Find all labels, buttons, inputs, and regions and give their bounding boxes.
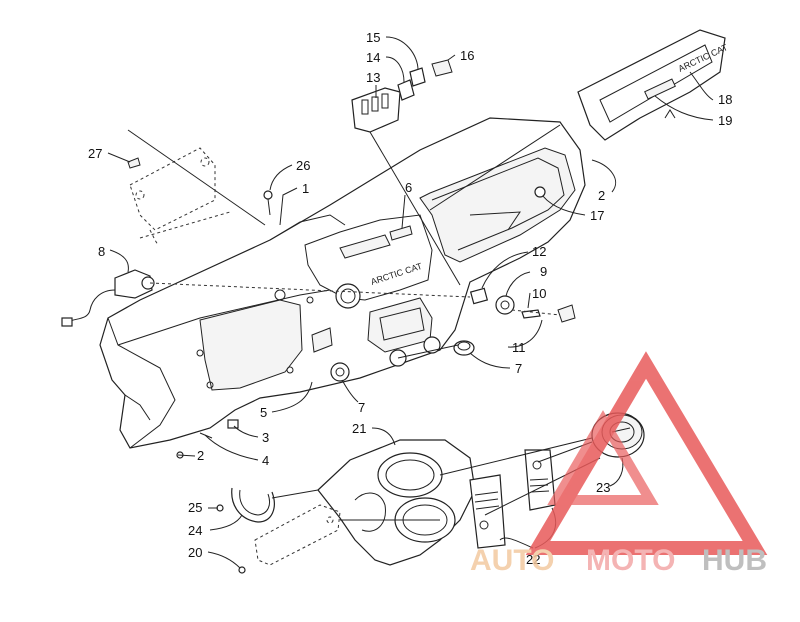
watermark-hub: HUB <box>702 544 767 577</box>
callout-14: 14 <box>366 50 380 65</box>
watermark-triangle-inner <box>547 410 659 505</box>
callout-9: 9 <box>540 264 547 279</box>
watermark-moto: MOTO <box>586 544 675 577</box>
callout-10: 10 <box>532 286 546 301</box>
watermark-triangle-outer <box>525 351 768 555</box>
watermark-auto: AUTO <box>470 544 554 577</box>
callout-8: 8 <box>98 244 105 259</box>
callout-19: 19 <box>718 113 732 128</box>
callout-25: 25 <box>188 500 202 515</box>
mount-bracket <box>127 147 231 246</box>
dash-panel <box>99 117 586 449</box>
knob-parts <box>330 340 475 382</box>
callout-11: 11 <box>512 340 526 355</box>
callout-3: 3 <box>262 430 269 445</box>
callout-20: 20 <box>188 545 202 560</box>
gauge-housing <box>317 439 476 566</box>
callout-12: 12 <box>532 244 546 259</box>
callout-7-right: 7 <box>515 361 522 376</box>
callout-labels: 15 14 16 13 18 19 27 26 1 6 2 17 8 12 9 … <box>88 30 732 567</box>
callout-13: 13 <box>366 70 380 85</box>
callout-17: 17 <box>590 208 604 223</box>
switch-parts-right <box>469 287 576 323</box>
switch-block <box>351 59 453 133</box>
callout-22: 22 <box>526 552 540 567</box>
callout-2-top: 2 <box>598 188 605 203</box>
callout-7-lower: 7 <box>358 400 365 415</box>
callout-26: 26 <box>296 158 310 173</box>
callout-2-lower: 2 <box>197 448 204 463</box>
lower-bracket <box>238 504 341 574</box>
callout-1: 1 <box>302 181 309 196</box>
key-switch <box>61 269 155 327</box>
watermark: AUTO MOTO HUB <box>470 351 768 577</box>
hardware <box>176 190 273 459</box>
callout-16: 16 <box>460 48 474 63</box>
callout-15: 15 <box>366 30 380 45</box>
callout-23: 23 <box>596 480 610 495</box>
callout-6: 6 <box>405 180 412 195</box>
warning-decals <box>469 449 556 549</box>
trim-ring <box>216 487 275 523</box>
callout-5: 5 <box>260 405 267 420</box>
callout-27: 27 <box>88 146 102 161</box>
callout-21: 21 <box>352 421 366 436</box>
callout-4: 4 <box>262 453 269 468</box>
gauge-bezel <box>577 29 726 141</box>
callout-18: 18 <box>718 92 732 107</box>
callout-24: 24 <box>188 523 202 538</box>
